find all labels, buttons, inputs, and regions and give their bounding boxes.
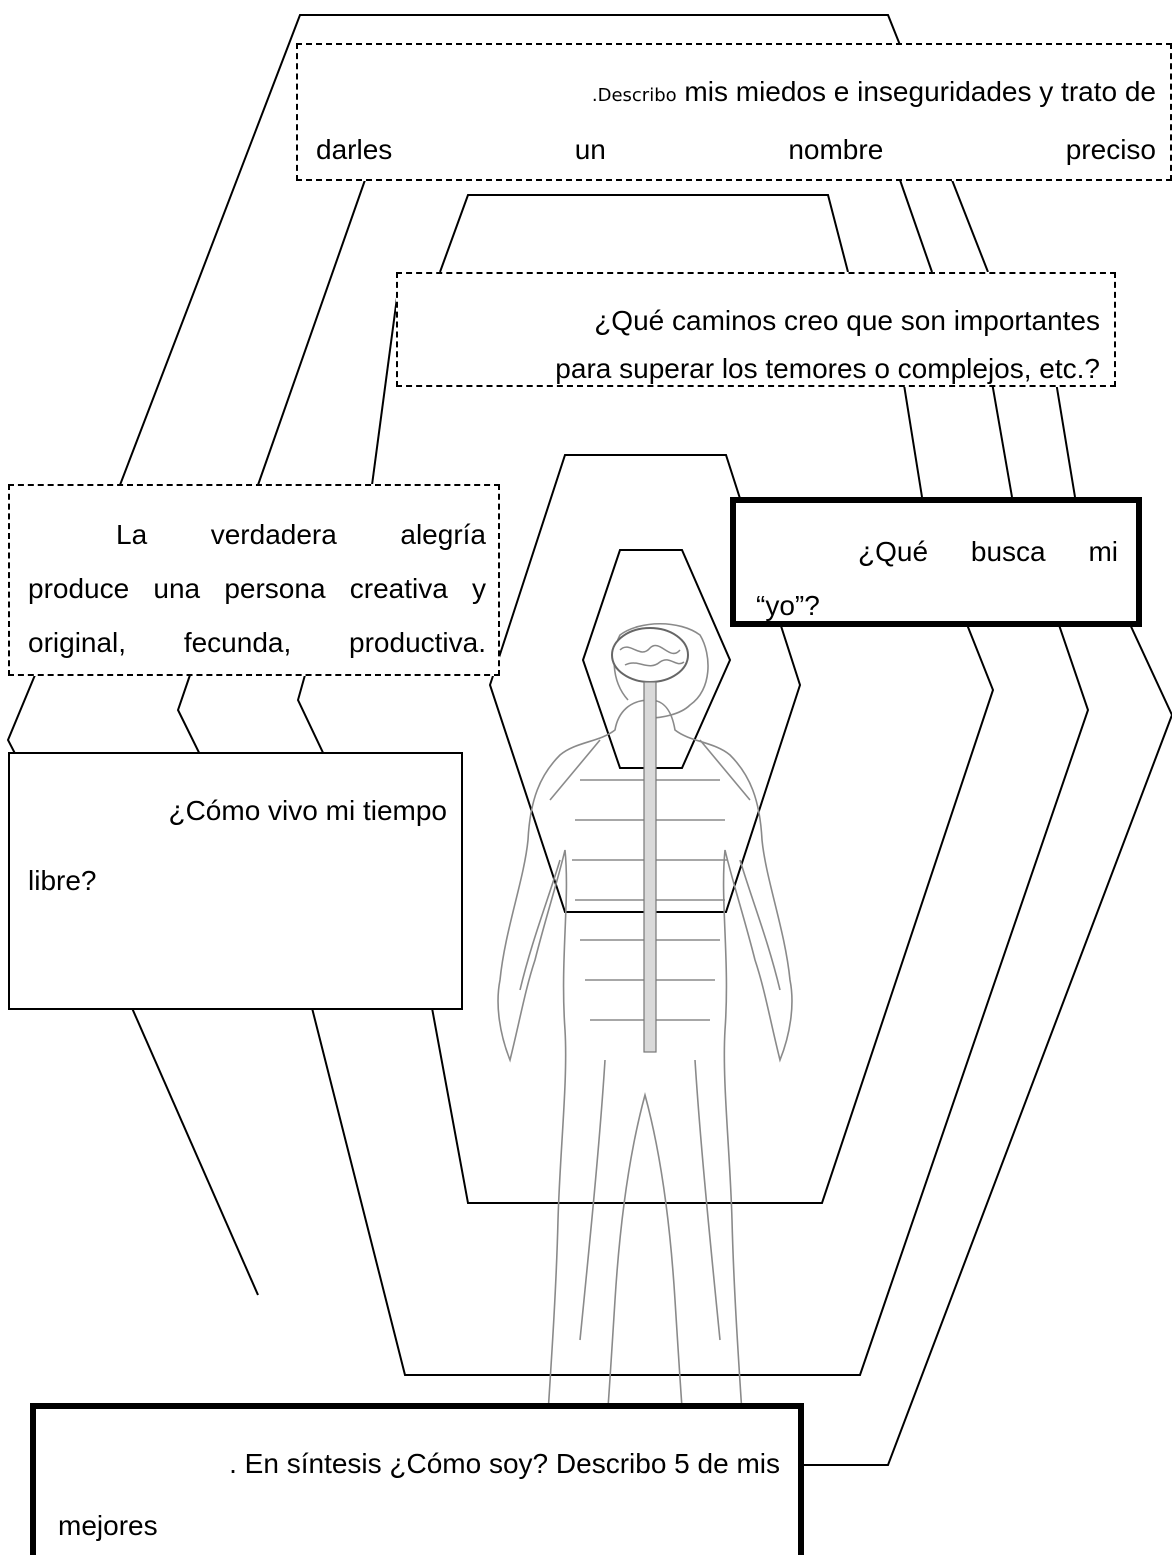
frame-3-top-path	[439, 194, 849, 273]
hexagon-frames	[6, 14, 1172, 1466]
sintesis-line2: mejores	[58, 1510, 158, 1541]
alegria-line2: produce una persona creativa y	[28, 573, 486, 604]
head-hexagon	[581, 549, 732, 769]
describo-word-1: darles	[316, 134, 393, 165]
box-caminos: ¿Qué caminos creo que son importantes pa…	[396, 272, 1116, 387]
describo-rest: mis miedos e inseguridades y trato de	[676, 76, 1156, 107]
describo-prefix: .Describo	[591, 85, 677, 106]
spinal-cord	[643, 681, 657, 1053]
describo-word-3: nombre	[788, 134, 884, 165]
box-describo-line2: darles un nombre preciso	[316, 123, 1156, 177]
busca-line1-text: ¿Qué busca mi	[858, 536, 1118, 567]
box-que-busca: ¿Qué busca mi “yo”?	[730, 497, 1142, 627]
outer-frame-bottom-path	[131, 1007, 259, 1296]
box-describo-miedos: .Describo mis miedos e inseguridades y t…	[296, 43, 1172, 181]
frame-3-upper-left-path	[371, 289, 399, 486]
frame-top-right-2-path	[951, 179, 989, 273]
alegria-line1: La verdadera alegría	[28, 508, 486, 562]
busca-line2: “yo”?	[756, 590, 820, 621]
box-alegria: La verdadera alegría produce una persona…	[8, 484, 500, 676]
sintesis-line1: . En síntesis ¿Cómo soy? Describo 5 de m…	[229, 1448, 780, 1479]
tiempo-line1: ¿Cómo vivo mi tiempo	[168, 795, 447, 826]
tiempo-line2: libre?	[28, 865, 97, 896]
box-describo-line1: .Describo mis miedos e inseguridades y t…	[316, 65, 1156, 123]
caminos-line1: ¿Qué caminos creo que son importantes	[594, 305, 1100, 336]
outer-frame-right-path	[800, 619, 1172, 1466]
body-hexagon	[488, 454, 802, 913]
frame-top-right-1-path	[899, 179, 933, 273]
busca-line1: ¿Qué busca mi	[756, 525, 1118, 579]
alegria-line1-text: La verdadera alegría	[116, 519, 486, 550]
box-sintesis: . En síntesis ¿Cómo soy? Describo 5 de m…	[30, 1403, 804, 1555]
describo-word-2: un	[574, 134, 606, 165]
caminos-line2: para superar los temores o complejos, et…	[555, 353, 1100, 384]
alegria-line3: original, fecunda, productiva.	[28, 627, 486, 658]
describo-word-4: preciso	[1065, 134, 1156, 165]
inner-frame-bottom-path	[431, 621, 995, 1204]
outer-frame-left-path	[119, 14, 901, 486]
frame-2-upper-left-path	[257, 179, 366, 486]
brain-icon	[611, 627, 689, 683]
middle-frame-bottom-path	[311, 621, 1090, 1376]
box-tiempo-libre: ¿Cómo vivo mi tiempo libre?	[8, 752, 463, 1010]
